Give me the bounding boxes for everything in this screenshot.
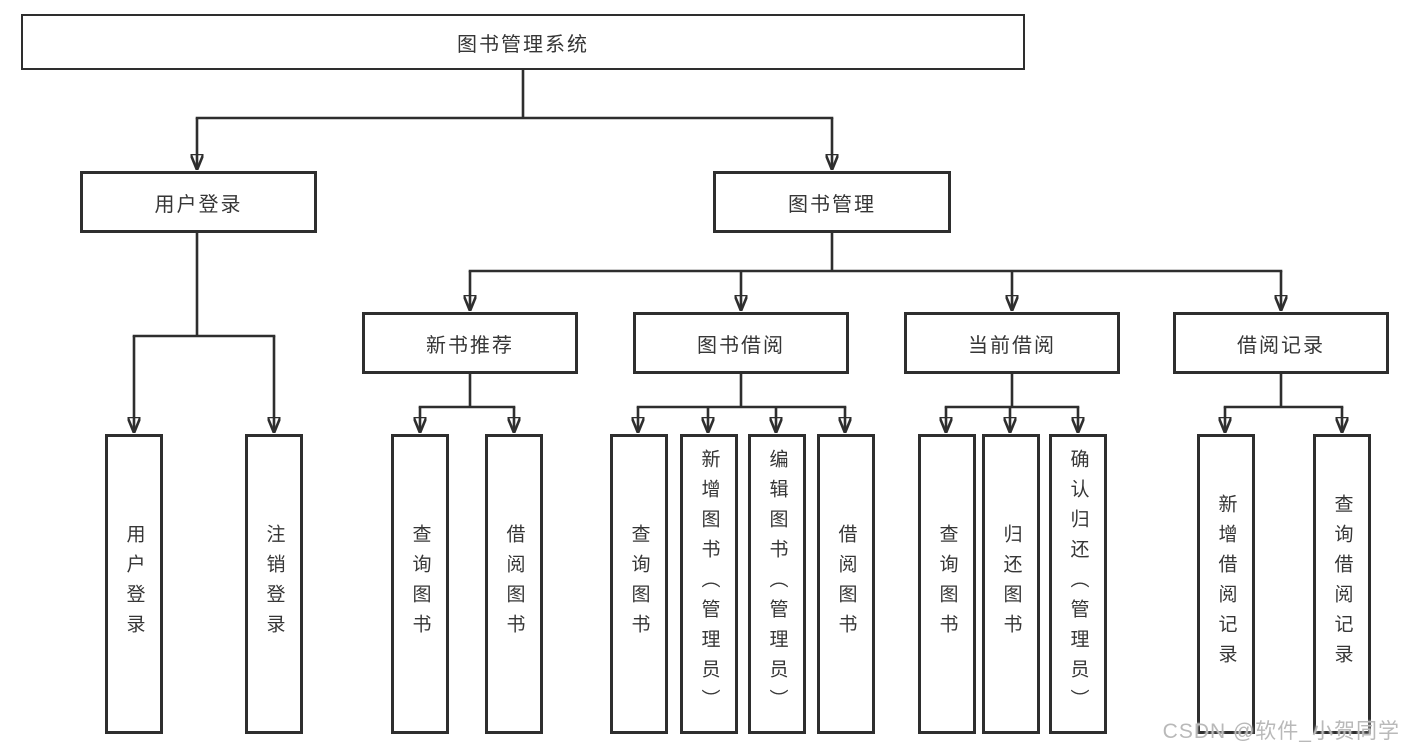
leaf-current-query-book: 查询图书 bbox=[918, 434, 976, 734]
leaf-recommend-borrow-book: 借阅图书 bbox=[485, 434, 543, 734]
node-book-management: 图书管理 bbox=[713, 171, 951, 233]
leaf-records-add-borrow-record-label: 新增借阅记录 bbox=[1215, 494, 1237, 674]
node-new-book-recommend-label: 新书推荐 bbox=[426, 334, 514, 357]
leaf-user-login: 用户登录 bbox=[105, 434, 163, 734]
leaf-current-confirm-return-admin: 确认归还（管理员） bbox=[1049, 434, 1107, 734]
csdn-watermark: CSDN @软件_小贺同学 bbox=[1162, 720, 1400, 743]
leaf-logout-label: 注销登录 bbox=[263, 524, 285, 644]
leaf-recommend-borrow-book-label: 借阅图书 bbox=[503, 524, 525, 644]
edges-new-book-rec-to-leaves bbox=[419, 374, 516, 432]
leaf-recommend-query-book: 查询图书 bbox=[391, 434, 449, 734]
node-book-borrowing-label: 图书借阅 bbox=[697, 334, 785, 357]
leaf-records-query-borrow-record: 查询借阅记录 bbox=[1313, 434, 1371, 734]
node-user-login-label: 用户登录 bbox=[154, 193, 243, 216]
node-book-management-label: 图书管理 bbox=[788, 193, 876, 216]
leaf-borrowing-edit-book-admin-label: 编辑图书（管理员） bbox=[766, 449, 788, 719]
node-borrowing-records: 借阅记录 bbox=[1173, 312, 1389, 374]
leaf-current-confirm-return-admin-label: 确认归还（管理员） bbox=[1067, 449, 1089, 719]
leaf-user-login-label: 用户登录 bbox=[123, 524, 145, 644]
leaf-borrowing-borrow-book: 借阅图书 bbox=[817, 434, 875, 734]
node-user-login: 用户登录 bbox=[80, 171, 317, 233]
edges-root-to-level2 bbox=[196, 70, 834, 169]
leaf-recommend-query-book-label: 查询图书 bbox=[409, 524, 431, 644]
leaf-logout: 注销登录 bbox=[245, 434, 303, 734]
leaf-borrowing-add-book-admin-label: 新增图书（管理员） bbox=[698, 449, 720, 719]
leaf-current-return-book-label: 归还图书 bbox=[1000, 524, 1022, 644]
edges-current-borrow-to-leaves bbox=[945, 374, 1080, 432]
edges-book-borrow-to-leaves bbox=[637, 374, 847, 432]
edges-borrow-record-to-leaves bbox=[1224, 374, 1344, 432]
node-current-borrowing: 当前借阅 bbox=[904, 312, 1120, 374]
node-current-borrowing-label: 当前借阅 bbox=[968, 334, 1056, 357]
leaf-current-return-book: 归还图书 bbox=[982, 434, 1040, 734]
leaf-borrowing-query-book: 查询图书 bbox=[610, 434, 668, 734]
node-library-system-label: 图书管理系统 bbox=[457, 33, 589, 56]
leaf-borrowing-edit-book-admin: 编辑图书（管理员） bbox=[748, 434, 806, 734]
edges-book-mgmt-to-level3 bbox=[469, 233, 1283, 310]
node-book-borrowing: 图书借阅 bbox=[633, 312, 849, 374]
leaf-records-add-borrow-record: 新增借阅记录 bbox=[1197, 434, 1255, 734]
leaf-current-query-book-label: 查询图书 bbox=[936, 524, 958, 644]
edges-user-login-to-leaves bbox=[133, 233, 276, 432]
node-library-system: 图书管理系统 bbox=[21, 14, 1025, 70]
leaf-borrowing-add-book-admin: 新增图书（管理员） bbox=[680, 434, 738, 734]
leaf-borrowing-borrow-book-label: 借阅图书 bbox=[835, 524, 857, 644]
leaf-records-query-borrow-record-label: 查询借阅记录 bbox=[1331, 494, 1353, 674]
node-borrowing-records-label: 借阅记录 bbox=[1237, 334, 1325, 357]
leaf-borrowing-query-book-label: 查询图书 bbox=[628, 524, 650, 644]
node-new-book-recommend: 新书推荐 bbox=[362, 312, 578, 374]
